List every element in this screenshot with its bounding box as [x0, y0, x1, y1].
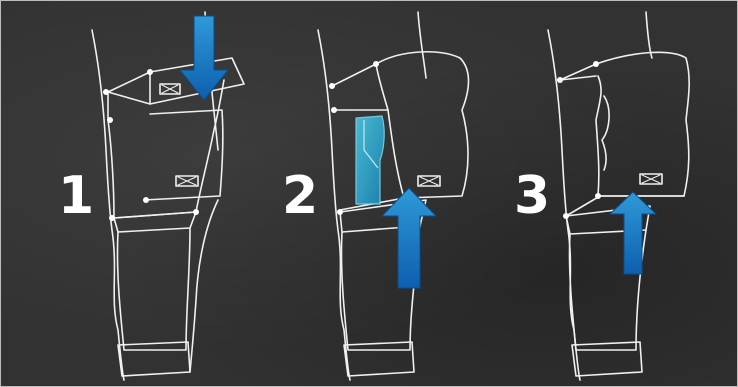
arrow-up-icon [382, 188, 436, 288]
knee-brace-icon [560, 52, 689, 196]
step-number-1: 1 [58, 170, 93, 222]
step-2-illustration [318, 12, 469, 380]
step-1-illustration [92, 12, 244, 380]
step-3-illustration [548, 12, 689, 380]
arrow-down-icon [180, 16, 228, 100]
arrow-up-icon [610, 192, 656, 274]
step-number-3: 3 [514, 170, 549, 222]
fold-flap-icon [356, 116, 384, 204]
step-number-2: 2 [282, 170, 317, 222]
